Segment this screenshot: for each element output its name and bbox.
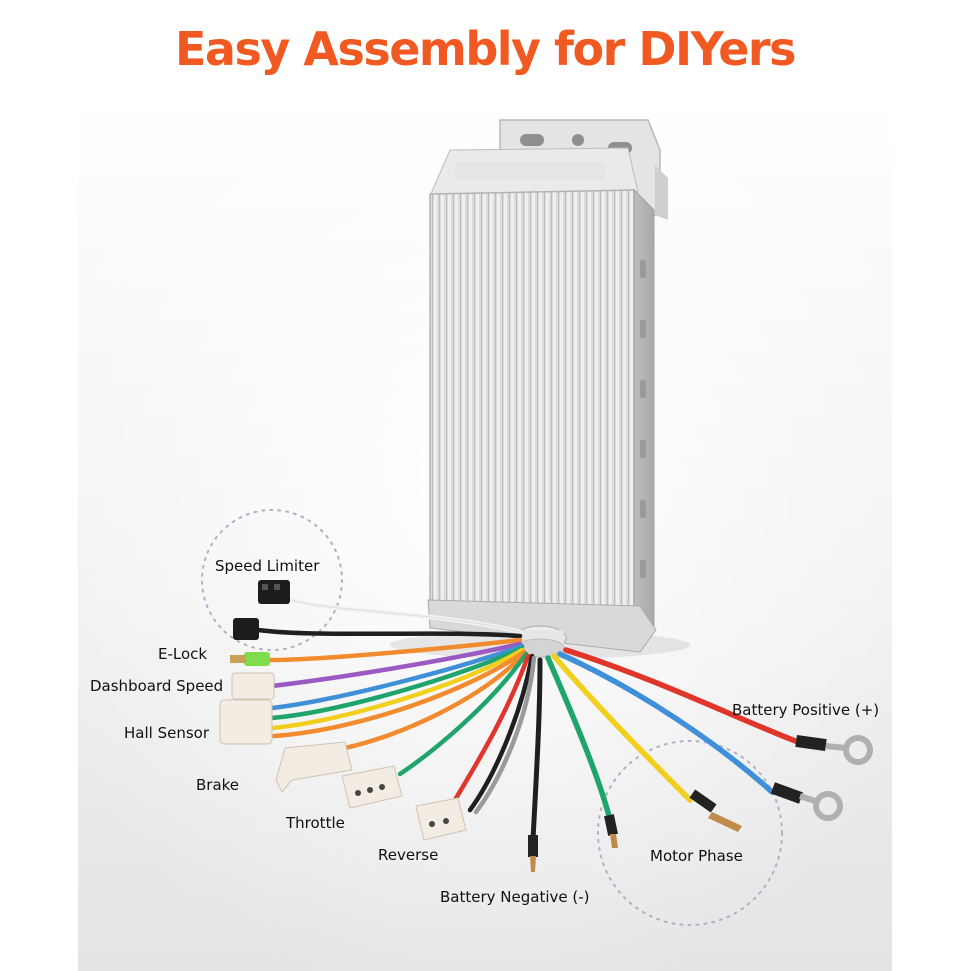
label-battery-positive: Battery Positive (+) <box>732 701 880 719</box>
label-speed-limiter: Speed Limiter <box>215 557 320 575</box>
label-motor-phase: Motor Phase <box>650 847 743 865</box>
label-reverse: Reverse <box>378 846 439 864</box>
page-title: Easy Assembly for DIYers <box>175 22 797 76</box>
label-dashboard-speed: Dashboard Speed <box>90 677 224 695</box>
label-battery-negative: Battery Negative (-) <box>440 888 590 906</box>
label-brake: Brake <box>196 776 240 794</box>
label-throttle: Throttle <box>286 814 345 832</box>
label-e-lock: E-Lock <box>158 645 208 663</box>
label-hall-sensor: Hall Sensor <box>124 724 209 742</box>
